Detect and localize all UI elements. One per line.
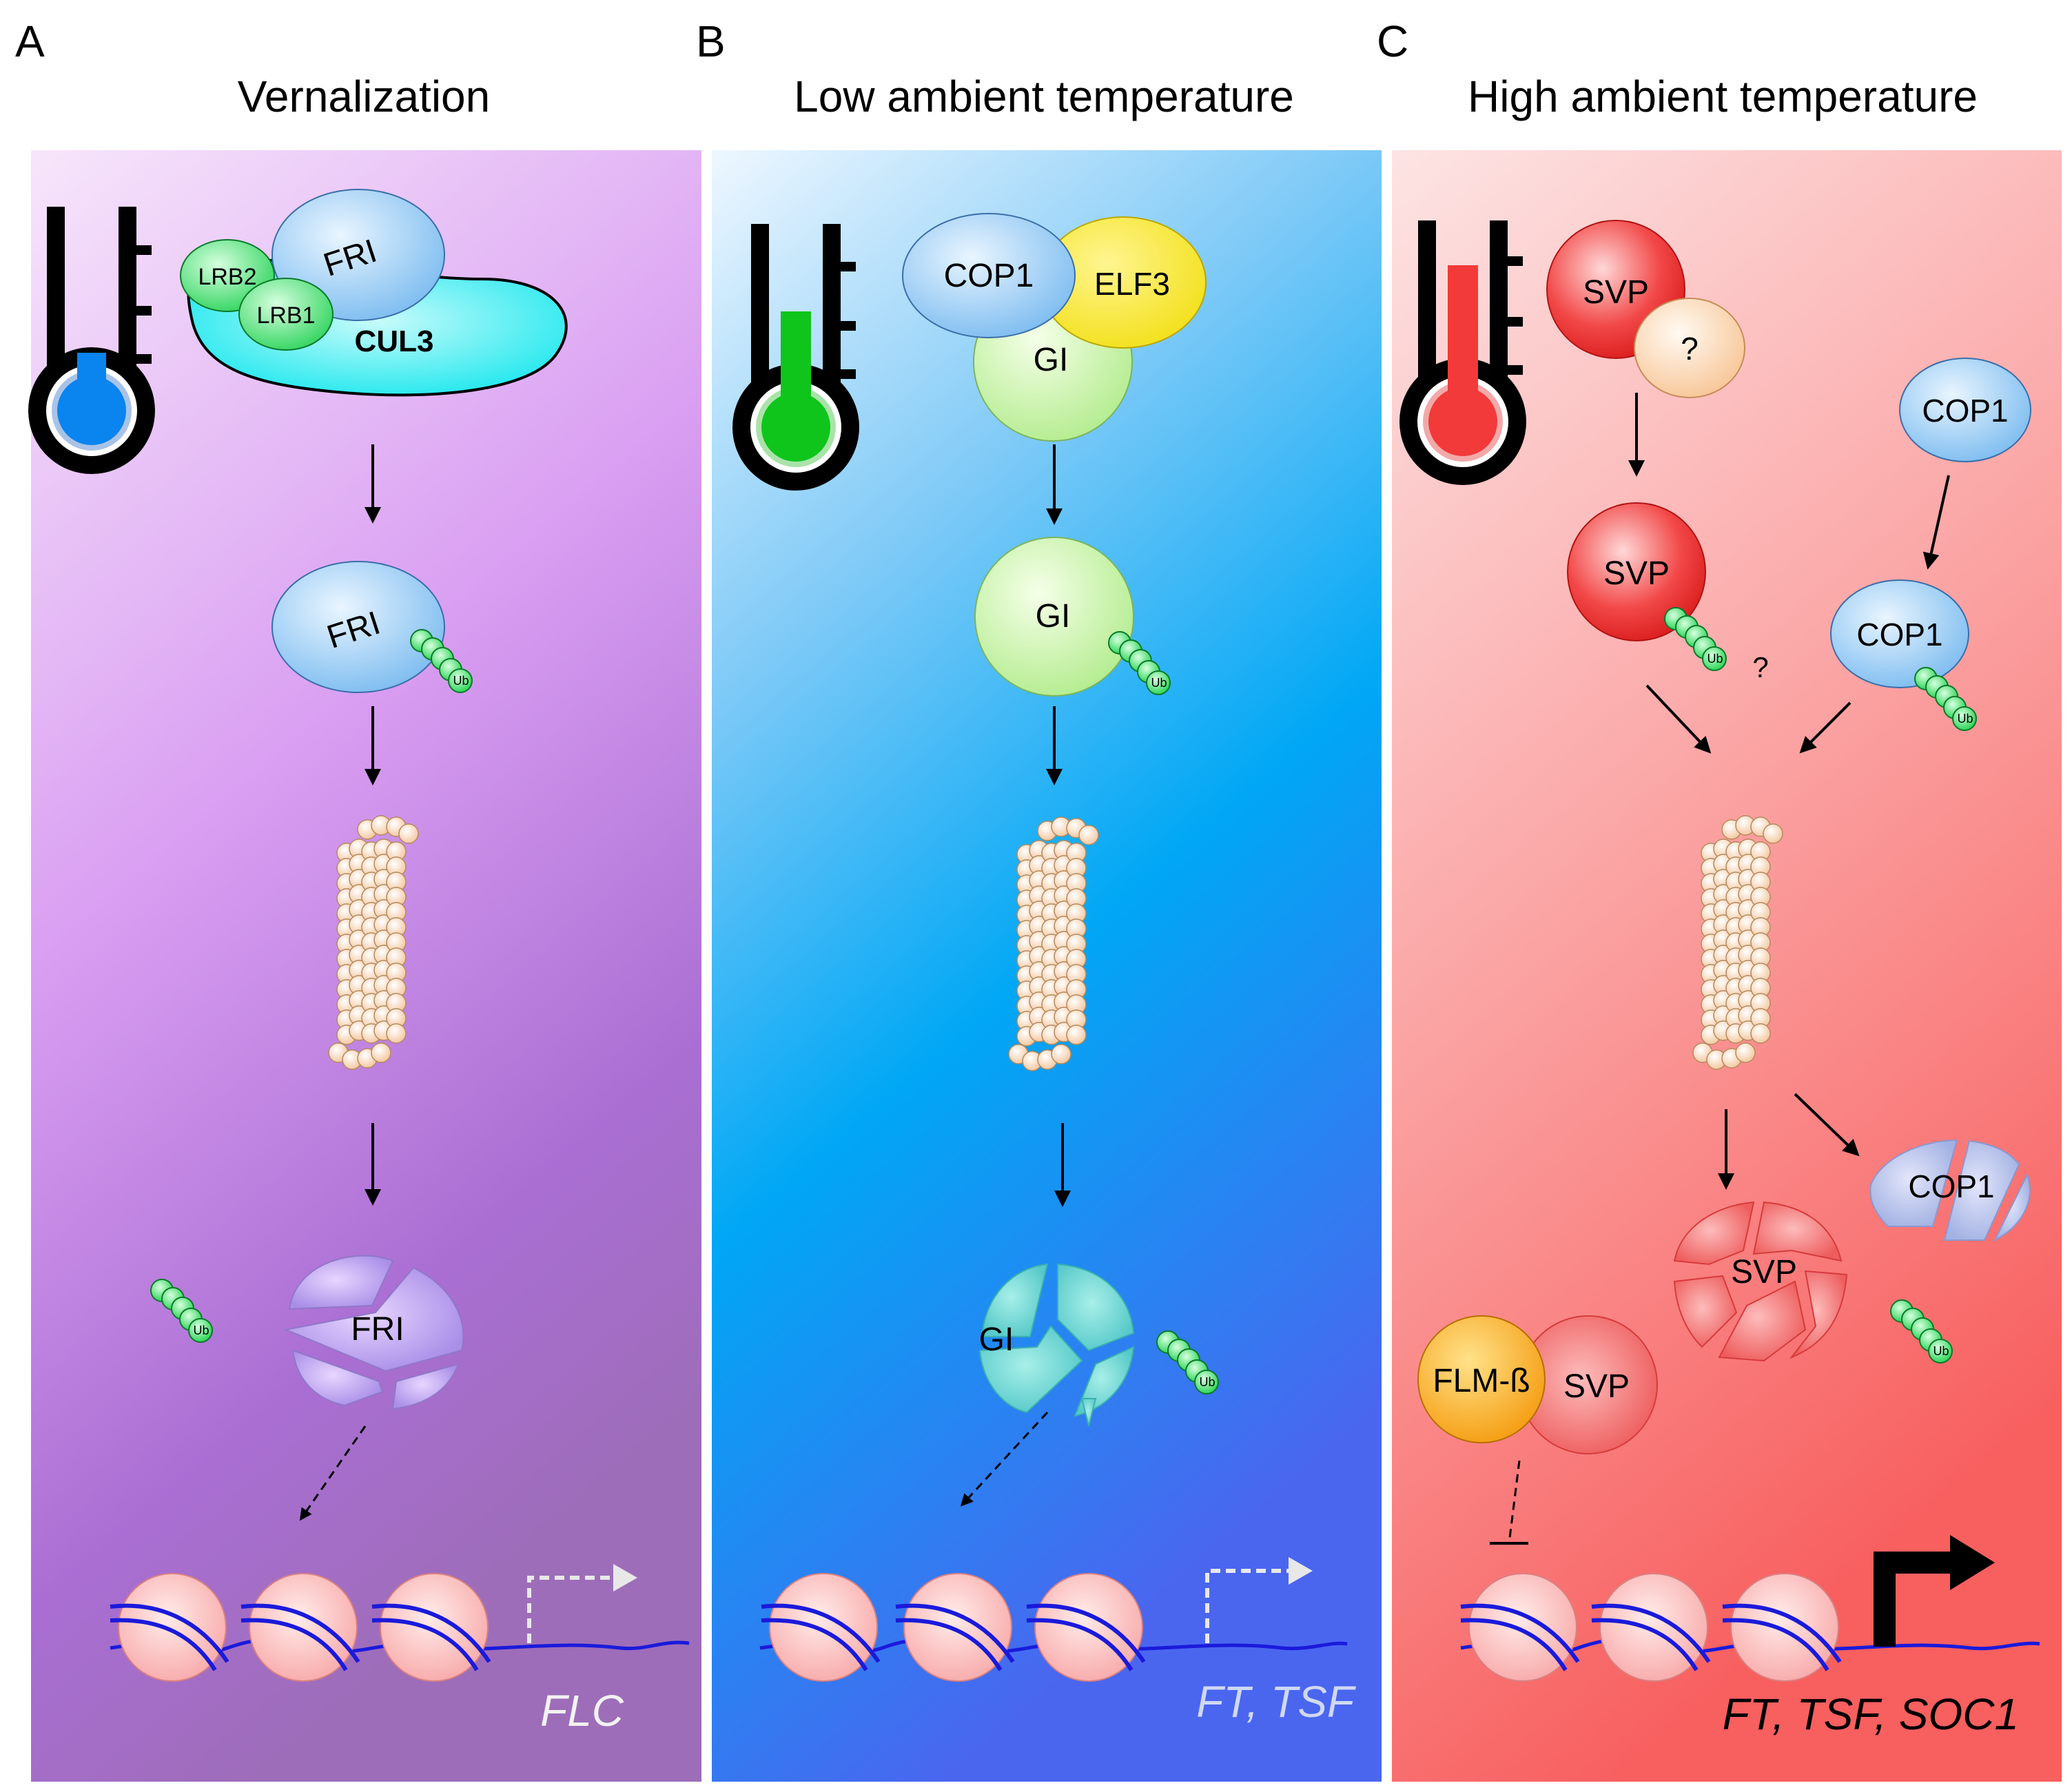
gi-degraded: [978, 1263, 1135, 1427]
svp-ub-label: SVP: [1603, 555, 1670, 592]
ub-label-a1: Ub: [453, 674, 469, 688]
ub-label-c2: Ub: [1957, 712, 1973, 725]
gi-degraded-label: GI: [979, 1321, 1014, 1358]
ub-label-c3: Ub: [1933, 1344, 1949, 1358]
svp-protein-ub: [1567, 502, 1706, 641]
fri-degraded: [283, 1255, 464, 1410]
unknown-protein: [1634, 298, 1745, 398]
gi-label: GI: [1034, 342, 1069, 378]
lrb1-label: LRB1: [256, 302, 315, 329]
arrow-c4: [1799, 701, 1852, 754]
panel-c: SVP ? COP1 SVP Ub ? COP1 Ub COP1: [1399, 220, 2040, 1739]
cop1-label: COP1: [944, 258, 1034, 294]
arrow-c6: [1794, 1093, 1860, 1157]
gene-label-c: FT, TSF, SOC1: [1723, 1689, 2019, 1739]
lrb1-protein: [238, 278, 334, 351]
svp-ub-unknown: ?: [1752, 651, 1768, 683]
gene-label-b: FT, TSF: [1196, 1677, 1357, 1727]
arrow-c3: [1645, 684, 1712, 754]
ub-label-b1: Ub: [1151, 676, 1167, 690]
cop1-degraded-label: COP1: [1908, 1168, 1994, 1204]
svp-label: SVP: [1583, 274, 1649, 311]
proteasome-icon: [329, 816, 418, 1069]
dashed-arrow-a: [299, 1425, 367, 1521]
arrow-c2: [1922, 475, 1950, 570]
gene-label-a: FLC: [540, 1686, 624, 1736]
cul3-label: CUL3: [355, 325, 434, 358]
transcription-arrowhead: [1950, 1535, 1995, 1590]
thermometer-icon: [1399, 220, 1526, 485]
cop1-protein: [1899, 358, 2031, 462]
ub-label-b2: Ub: [1199, 1375, 1215, 1389]
panel-title-b: Low ambient temperature: [794, 72, 1294, 121]
transcription-arrow-icon: [527, 1576, 613, 1643]
proteasome-icon: [1009, 817, 1098, 1071]
thermometer-icon: [28, 207, 155, 474]
lrb2-label: LRB2: [198, 264, 256, 290]
transcription-arrow-icon: [1874, 1552, 1957, 1647]
svp-faded-label: SVP: [1563, 1368, 1630, 1405]
cop1-protein-ub: [1830, 579, 1969, 688]
unknown-label: ?: [1681, 331, 1699, 367]
dashed-arrow-b: [960, 1411, 1049, 1507]
repression-line: [1508, 1460, 1521, 1544]
svp-degraded-label: SVP: [1731, 1254, 1797, 1290]
panel-letter-c: C: [1377, 17, 1408, 66]
fri-degraded-label: FRI: [351, 1311, 404, 1348]
panel-title-c: High ambient temperature: [1468, 72, 1978, 121]
panel-title-a: Vernalization: [238, 72, 490, 121]
ub-label-c1: Ub: [1707, 652, 1723, 666]
transcription-arrowhead: [1289, 1557, 1313, 1585]
transcription-arrow-icon: [1205, 1569, 1289, 1643]
panel-b: GI ELF3 COP1 GI Ub GI Ub FT, TSF: [732, 213, 1357, 1727]
panel-letter-a: A: [15, 17, 45, 66]
gi-ub-label: GI: [1036, 598, 1071, 635]
panel-a: FRI LRB2 LRB1 CUL3 FRI Ub Ub FRI: [28, 189, 690, 1736]
gi-protein-ub: [974, 537, 1134, 697]
cop1-label: COP1: [1922, 393, 2008, 429]
proteasome-icon: [1693, 816, 1783, 1069]
thermometer-icon: [732, 224, 859, 491]
cop1-ub-label: COP1: [1856, 617, 1942, 652]
cop1-protein: [902, 213, 1076, 338]
fri-protein-ub: [271, 561, 445, 693]
panel-letter-b: B: [696, 17, 726, 66]
transcription-arrowhead: [613, 1564, 637, 1592]
cop1-degraded: [1869, 1139, 2031, 1242]
svp-degraded: [1673, 1201, 1848, 1362]
ub-label-a2: Ub: [193, 1324, 209, 1337]
flm-beta-label: FLM-ß: [1433, 1363, 1530, 1399]
elf3-label: ELF3: [1094, 266, 1170, 302]
flm-beta-protein: [1417, 1315, 1546, 1443]
